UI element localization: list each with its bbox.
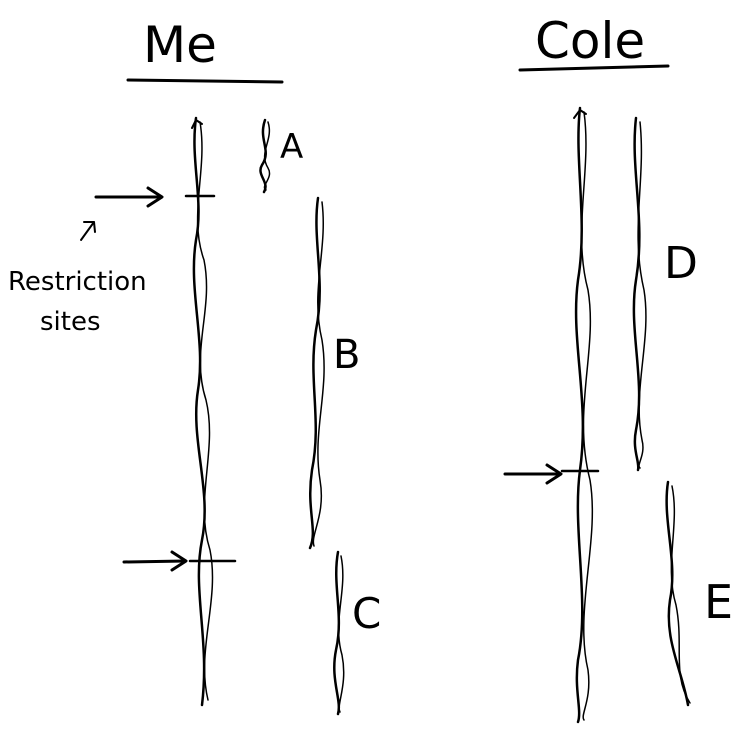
fragment-d: D <box>632 116 698 472</box>
fragment-c-label: C <box>352 589 381 638</box>
left-heading-underline <box>126 78 284 84</box>
annotation-line1: Restriction <box>8 267 147 297</box>
restriction-sites-annotation: Restriction sites <box>8 267 147 337</box>
me-arrow-1 <box>94 186 164 208</box>
fragment-e: E <box>665 480 733 707</box>
left-heading-text: Me <box>143 16 217 74</box>
me-arrow-2 <box>122 550 188 572</box>
right-heading-underline <box>518 64 670 72</box>
cole-arrow <box>503 463 563 485</box>
fragment-b: B <box>308 196 360 550</box>
fragment-c: C <box>333 550 381 716</box>
left-heading: Me <box>126 16 284 84</box>
cole-dna-strand <box>573 106 594 724</box>
fragment-b-label: B <box>333 332 360 378</box>
annotation-pointer-arrow <box>80 221 96 241</box>
right-heading: Cole <box>518 12 670 72</box>
fragment-a-label: A <box>280 127 303 167</box>
fragment-d-label: D <box>664 238 698 289</box>
fragment-a: A <box>259 118 303 194</box>
annotation-line2: sites <box>40 307 101 337</box>
right-heading-text: Cole <box>535 12 645 70</box>
fragment-e-label: E <box>704 575 733 629</box>
me-dna-strand <box>191 116 214 707</box>
